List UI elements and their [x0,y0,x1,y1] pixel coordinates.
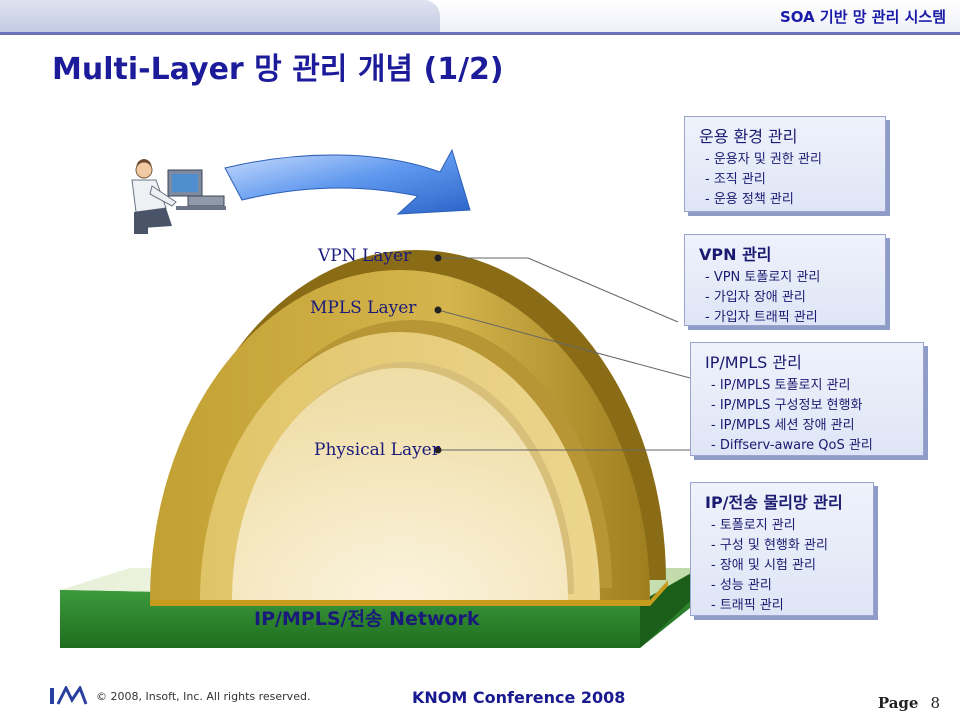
page-label: Page [877,694,919,712]
ipmpls-management-box: IP/MPLS 관리 - IP/MPLS 토폴로지 관리 - IP/MPLS 구… [690,342,924,456]
operations-management-box: 운용 환경 관리 - 운용자 및 권한 관리 - 조직 관리 - 운용 정책 관… [684,116,886,212]
transport-item: - 장애 및 시험 관리 [711,558,816,573]
operations-item: - 운용자 및 권한 관리 [705,152,822,167]
operations-box-title: 운용 환경 관리 [699,127,798,146]
operations-item: - 운용 정책 관리 [705,192,794,207]
vpn-management-box: VPN 관리 - VPN 토폴로지 관리 - 가입자 장애 관리 - 가입자 트… [684,234,886,326]
ipmpls-item: - IP/MPLS 세션 장애 관리 [711,418,855,433]
network-label: IP/MPLS/전송 Network [254,608,480,630]
page-number-value: 8 [930,694,940,712]
transport-management-box: IP/전송 물리망 관리 - 토폴로지 관리 - 구성 및 현행화 관리 - 장… [690,482,874,616]
vpn-item: - 가입자 장애 관리 [705,290,806,305]
operator-icon [131,159,226,234]
leader-dots [434,254,442,454]
transport-item: - 트래픽 관리 [711,598,784,613]
transport-item: - 성능 관리 [711,578,772,593]
header-right-area [440,0,960,34]
header-tab [0,0,440,34]
header-band: SOA 기반 망 관리 시스템 [0,0,960,35]
copyright-text: © 2008, Insoft, Inc. All rights reserved… [96,690,311,703]
system-title: SOA 기반 망 관리 시스템 [779,8,946,26]
vpn-box-title: VPN 관리 [699,245,772,264]
vpn-layer-label: VPN Layer [318,246,412,266]
company-logo-icon [50,686,88,705]
flow-arrow [224,148,471,215]
page-number: Page 8 [878,694,940,712]
dome-base-rim [150,580,668,606]
mpls-layer-label: MPLS Layer [310,298,417,318]
vpn-item: - 가입자 트래픽 관리 [705,310,818,325]
inner-dome [232,362,574,600]
conference-title: KNOM Conference 2008 [412,688,626,707]
leader-lines [437,257,691,451]
ipmpls-item: - IP/MPLS 구성정보 현행화 [711,398,863,413]
transport-box-title: IP/전송 물리망 관리 [705,493,843,512]
transport-item: - 토폴로지 관리 [711,518,796,533]
vpn-item: - VPN 토폴로지 관리 [705,270,821,285]
header-divider [0,32,960,35]
ipmpls-box-title: IP/MPLS 관리 [705,353,802,372]
page-title: Multi-Layer 망 관리 개념 (1/2) [52,52,504,87]
operations-item: - 조직 관리 [705,172,766,187]
ipmpls-item: - IP/MPLS 토폴로지 관리 [711,378,851,393]
transport-item: - 구성 및 현행화 관리 [711,538,828,553]
ipmpls-item: - Diffserv-aware QoS 관리 [711,438,873,453]
physical-layer-label: Physical Layer [314,440,440,460]
